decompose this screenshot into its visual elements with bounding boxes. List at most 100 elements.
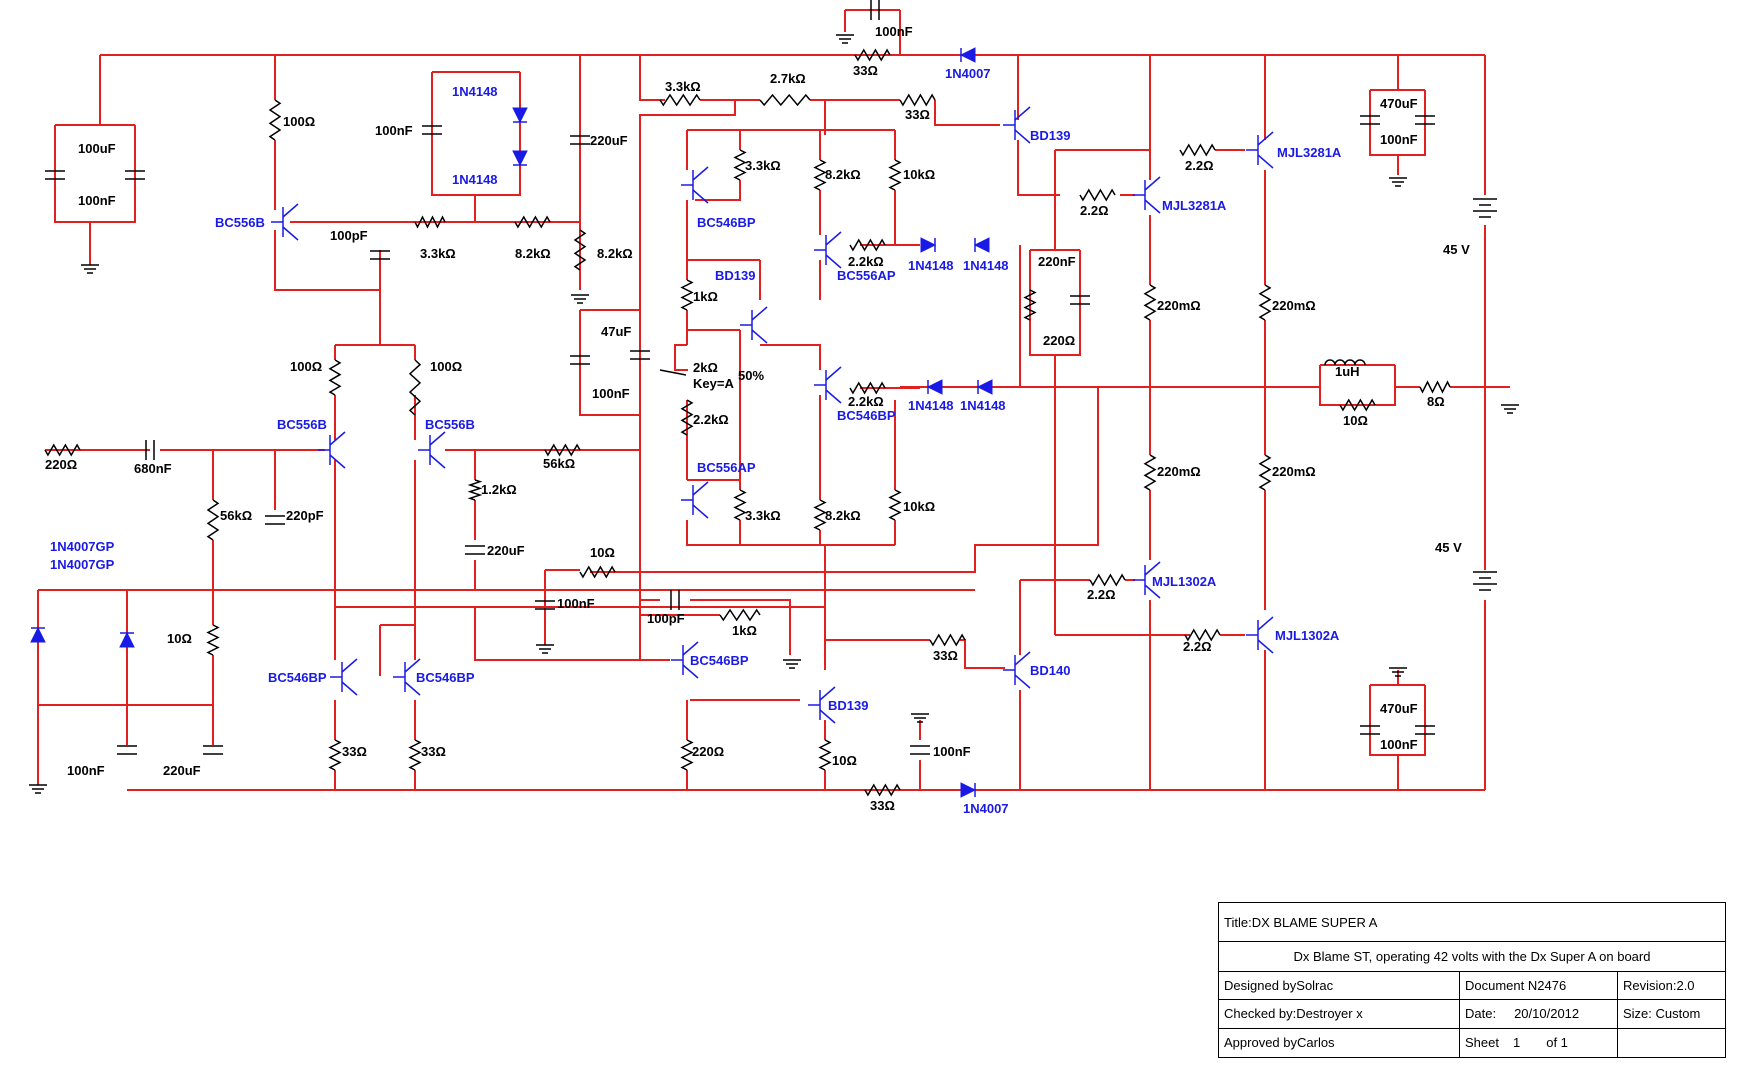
resistor — [659, 93, 701, 107]
checked-row: Checked by:Destroyer x Date: 20/10/2012 … — [1219, 999, 1725, 1029]
resistor — [328, 739, 342, 771]
resistor — [1419, 380, 1451, 394]
resistor — [680, 739, 694, 771]
label-c-100nf-mid: 100nF — [592, 386, 630, 401]
document-number: Document N2476 — [1460, 971, 1618, 999]
wire — [760, 344, 821, 370]
diode — [512, 150, 528, 167]
wire — [960, 639, 1005, 669]
resistor — [573, 229, 587, 271]
label-r-2r2-d: 2.2Ω — [1183, 639, 1212, 654]
transistor — [1014, 651, 1031, 666]
sheet: Sheet 1 of 1 — [1460, 1028, 1618, 1057]
resistor — [1143, 284, 1157, 321]
label-r-33-c: 33Ω — [933, 648, 958, 663]
date-label: Date: — [1465, 1006, 1497, 1021]
approved-by: Approved byCarlos — [1219, 1028, 1460, 1057]
label-c-100nf-vas: 100nF — [375, 123, 413, 138]
wire — [579, 310, 640, 416]
wire — [274, 230, 380, 291]
designed-by: Designed bySolrac — [1219, 971, 1460, 999]
transistor — [751, 306, 768, 321]
label-c-220pf: 220pF — [286, 508, 324, 523]
designer-row: Designed bySolrac Document N2476 Revisio… — [1219, 971, 1725, 1000]
label-r-10-left: 10Ω — [167, 631, 192, 646]
label-r-220-in: 220Ω — [45, 457, 77, 472]
resistor — [1143, 454, 1157, 491]
label-q-bc546bp-e: BC546BP — [690, 653, 749, 668]
transistor — [819, 686, 836, 701]
diode — [30, 626, 46, 643]
label-d-1n4148-d: 1N4148 — [963, 258, 1009, 273]
wire — [590, 387, 1099, 573]
label-c-100nf-c: 100nF — [557, 596, 595, 611]
label-r-10k-a: 10kΩ — [903, 167, 935, 182]
label-l-1uh: 1uH — [1335, 364, 1360, 379]
label-c-220nf: 220nF — [1038, 254, 1076, 269]
transistor — [1257, 154, 1274, 169]
transistor — [692, 504, 709, 519]
wire — [54, 125, 136, 223]
resistor — [849, 381, 886, 395]
label-c-220uf-mid: 220uF — [487, 543, 525, 558]
date-value: 20/10/2012 — [1514, 1006, 1580, 1021]
label-r-2k2-c: 2.2kΩ — [848, 394, 884, 409]
transistor — [819, 709, 836, 724]
label-r-220m-c: 220mΩ — [1157, 464, 1201, 479]
label-d-1n4007-bot: 1N4007 — [963, 801, 1009, 816]
resistor — [467, 479, 483, 501]
label-c-220uf-top: 220uF — [590, 133, 628, 148]
label-r-3k3-c: 3.3kΩ — [745, 158, 781, 173]
description-text: Dx Blame ST, operating 42 volts with the… — [1293, 948, 1651, 964]
title-row: Title:DX BLAME SUPER A — [1219, 903, 1725, 942]
resistor — [44, 443, 81, 457]
transistor — [282, 226, 299, 241]
wire — [639, 55, 665, 101]
label-q-mjl3281-b: MJL3281A — [1162, 198, 1227, 213]
resistor — [888, 489, 902, 521]
transistor — [692, 189, 709, 204]
wire — [639, 100, 736, 660]
label-r-100-left: 100Ω — [283, 114, 315, 129]
label-q-bd139-top: BD139 — [1030, 128, 1070, 143]
checked-by: Checked by:Destroyer x — [1219, 999, 1460, 1028]
label-r-33-bot: 33Ω — [870, 798, 895, 813]
resistor — [818, 739, 832, 771]
transistor — [1257, 616, 1274, 631]
resistor — [719, 608, 761, 622]
label-c-100nf-left: 100nF — [67, 763, 105, 778]
resistor — [899, 93, 936, 107]
resistor — [408, 739, 422, 771]
wire — [934, 100, 1000, 126]
wire — [690, 599, 791, 655]
label-r-56k-a: 56kΩ — [543, 456, 575, 471]
sheet-number: 1 — [1512, 1035, 1521, 1050]
size: Size: Custom — [1623, 1006, 1701, 1021]
transistor — [1144, 176, 1161, 191]
transistor — [825, 231, 842, 246]
label-r-1k: 1kΩ — [693, 289, 718, 304]
label-q-bc546bp-a: BC546BP — [697, 215, 756, 230]
diode — [976, 379, 993, 395]
label-v-45-bot: 45 V — [1435, 540, 1462, 555]
label-q-bc556b-top: BC556B — [215, 215, 265, 230]
transistor — [282, 203, 299, 218]
resistor — [929, 633, 966, 647]
label-c-100nf-psu-bot: 100nF — [1380, 737, 1418, 752]
label-r-100-a: 100Ω — [290, 359, 322, 374]
label-r-10k-b: 10kΩ — [903, 499, 935, 514]
label-r-3k3-top: 3.3kΩ — [665, 79, 701, 94]
transistor — [429, 431, 446, 446]
label-c-100nf-psu-top: 100nF — [1380, 132, 1418, 147]
sheet-label: Sheet — [1465, 1035, 1499, 1050]
label-q-mjl3281-a: MJL3281A — [1277, 145, 1342, 160]
label-r-2k2-a: 2.2kΩ — [848, 254, 884, 269]
label-r-3k3-d: 3.3kΩ — [745, 508, 781, 523]
resistor — [849, 238, 886, 252]
label-q-bd139-mid: BD139 — [715, 268, 755, 283]
label-r-8k2-d: 8.2kΩ — [825, 508, 861, 523]
resistor — [544, 443, 581, 457]
label-r-8-load: 8Ω — [1427, 394, 1445, 409]
resistor — [514, 215, 551, 229]
